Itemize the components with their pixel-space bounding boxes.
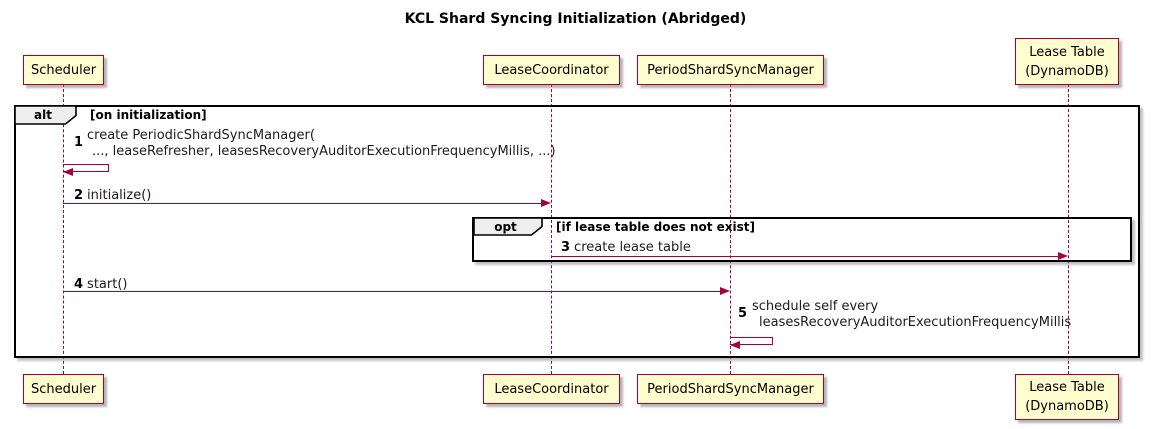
lifeline-period-shard-sync-manager	[730, 84, 731, 374]
message-5-self-arrow	[730, 337, 773, 345]
message-1-self-arrow	[63, 164, 109, 172]
alt-fragment-label: alt	[14, 105, 77, 125]
opt-fragment-condition: [if lease table does not exist]	[556, 220, 756, 234]
message-3-arrow-line	[552, 256, 1058, 257]
arrowhead-right-icon	[541, 199, 551, 207]
message-3-text: create lease table	[574, 240, 691, 255]
actor-bottom-lease-table: Lease Table (DynamoDB)	[1015, 374, 1119, 420]
message-5-text-line2: leasesRecoveryAuditorExecutionFrequencyM…	[759, 315, 1072, 330]
lifeline-lease-table	[1068, 84, 1069, 374]
actor-bottom-scheduler: Scheduler	[23, 374, 104, 404]
actor-bottom-period-shard-sync-manager: PeriodShardSyncManager	[637, 374, 824, 404]
message-4-text: start()	[87, 277, 128, 292]
message-2-text: initialize()	[87, 188, 152, 203]
message-4-arrow-line	[63, 291, 720, 292]
diagram-title: KCL Shard Syncing Initialization (Abridg…	[404, 11, 747, 27]
fragment-pentagon-icon	[473, 217, 543, 236]
message-1-text-line2: ..., leaseRefresher, leasesRecoveryAudit…	[92, 144, 556, 159]
arrowhead-left-icon	[63, 168, 73, 176]
lifeline-lease-coordinator	[551, 84, 552, 374]
actor-top-period-shard-sync-manager: PeriodShardSyncManager	[637, 55, 824, 85]
alt-fragment-condition: [on initialization]	[90, 108, 207, 122]
fragment-pentagon-icon	[14, 105, 77, 125]
message-5-number: 5	[738, 306, 748, 321]
arrowhead-right-icon	[1058, 252, 1068, 260]
actor-top-scheduler: Scheduler	[23, 55, 104, 85]
message-4-number: 4	[74, 277, 84, 292]
opt-fragment-label-text: opt	[494, 220, 517, 234]
actor-bottom-lease-coordinator: LeaseCoordinator	[483, 374, 620, 404]
arrowhead-right-icon	[720, 287, 730, 295]
message-1-text-line1: create PeriodicShardSyncManager(	[87, 128, 315, 143]
message-2-number: 2	[74, 188, 84, 203]
message-3-number: 3	[561, 240, 571, 255]
alt-fragment-label-text: alt	[34, 108, 52, 122]
opt-fragment-frame	[472, 217, 1132, 262]
opt-fragment-label: opt	[473, 217, 543, 236]
actor-top-lease-coordinator: LeaseCoordinator	[483, 55, 620, 85]
actor-top-lease-table: Lease Table (DynamoDB)	[1015, 38, 1119, 85]
message-2-arrow-line	[63, 203, 541, 204]
message-1-number: 1	[74, 135, 84, 150]
message-5-text-line1: schedule self every	[752, 299, 879, 314]
alt-fragment-frame	[14, 105, 1140, 358]
lifeline-scheduler	[63, 84, 64, 374]
arrowhead-left-icon	[730, 341, 740, 349]
